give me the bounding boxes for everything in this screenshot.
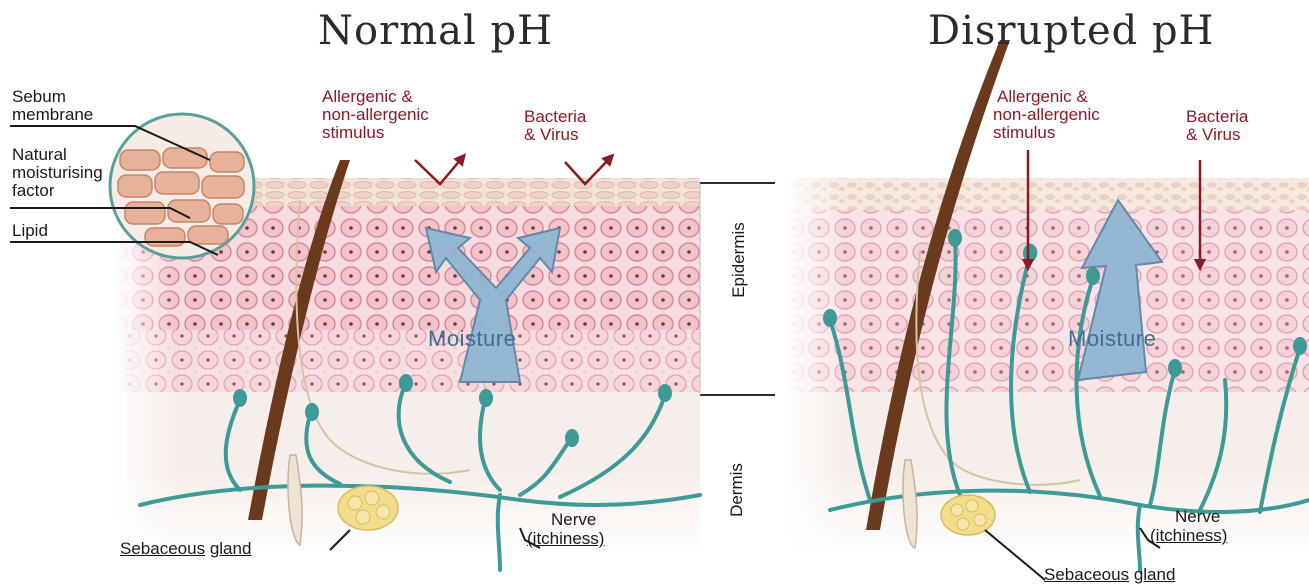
nmf-label-line3: factor — [12, 182, 55, 200]
left-bacteria-label-line2: & Virus — [524, 126, 579, 144]
left-nerve-label-line1: Nerve — [551, 511, 596, 529]
left-sebaceous-label: Sebaceous gland — [120, 540, 251, 558]
right-allergen-label-line2: non-allergenic — [993, 106, 1100, 124]
right-allergen-label-line3: stimulus — [993, 124, 1055, 142]
right-sebaceous-word2: gland — [1134, 565, 1176, 584]
sebum-label-line1: Sebum — [12, 88, 66, 106]
left-allergen-label-line2: non-allergenic — [322, 106, 429, 124]
right-sebaceous-word1: Sebaceous — [1044, 565, 1129, 584]
nmf-label-line1: Natural — [12, 146, 67, 164]
left-allergen-label-line1: Allergenic & — [322, 88, 413, 106]
right-bacteria-label-line1: Bacteria — [1186, 108, 1248, 126]
left-sebaceous-word1: Sebaceous — [120, 539, 205, 558]
sebum-label-line2: membrane — [12, 106, 93, 124]
right-panel-title: Disrupted pH — [928, 8, 1214, 54]
dermis-label: Dermis — [727, 455, 747, 525]
left-panel-title: Normal pH — [318, 8, 553, 54]
right-nerve-label-line2: (itchiness) — [1150, 527, 1227, 545]
magnified-skin-circle — [110, 114, 254, 258]
right-allergen-label-line1: Allergenic & — [997, 88, 1088, 106]
right-bacteria-label-line2: & Virus — [1186, 126, 1241, 144]
left-sebaceous-word2: gland — [210, 539, 252, 558]
left-nerve-label-line2: (itchiness) — [527, 530, 604, 548]
left-moisture-label: Moisture — [428, 326, 516, 352]
nmf-label-line2: moisturising — [12, 164, 103, 182]
left-allergen-label-line3: stimulus — [322, 124, 384, 142]
right-sebaceous-label: Sebaceous gland — [1044, 566, 1175, 584]
epidermis-label: Epidermis — [729, 215, 749, 305]
left-bacteria-label-line1: Bacteria — [524, 108, 586, 126]
right-moisture-label: Moisture — [1068, 326, 1156, 352]
lipid-label: Lipid — [12, 222, 48, 240]
right-nerve-label-line1: Nerve — [1175, 508, 1220, 526]
